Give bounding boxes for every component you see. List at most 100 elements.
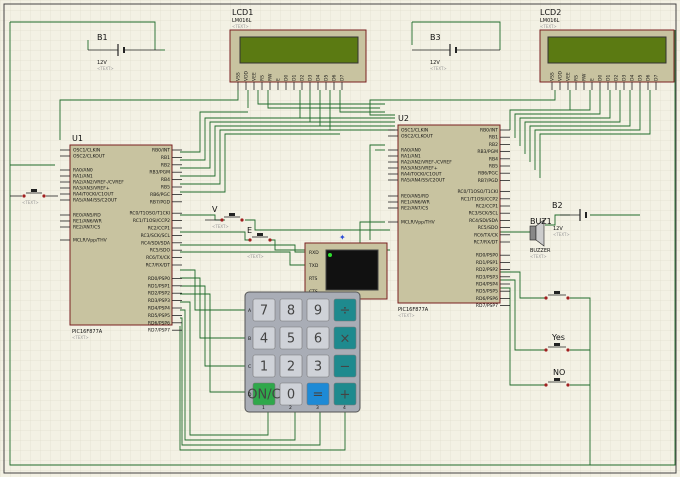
keypad-key[interactable]	[252, 382, 276, 406]
switch-u2-1[interactable]	[544, 291, 570, 300]
b2-text: <TEXT>	[553, 232, 570, 237]
keypad-key[interactable]	[279, 326, 303, 350]
lcd-pin-label: D0	[284, 75, 290, 81]
u2-pin-label: RD1/PSP1	[476, 260, 498, 266]
u1-pin-label: RC6/TX/CK	[146, 255, 171, 261]
lcd-pin-label: D4	[316, 75, 322, 81]
u1-label: U1	[72, 134, 83, 143]
battery-b1: B1 12V <TEXT>	[88, 33, 160, 71]
terminal-pin-label: RXD	[309, 250, 319, 256]
u1-pin-label: RD4/PSP4	[148, 306, 170, 312]
u1-pin-label: MCLR/Vpp/THV	[73, 238, 108, 244]
buzzer-text: <TEXT>	[530, 254, 547, 259]
microcontroller-u1[interactable]: U1 PIC16F877A <TEXT> OSC1/CLKINOSC2/CLKO…	[60, 134, 182, 340]
u2-pin-label: RD0/PSP0	[476, 253, 498, 259]
keypad-key[interactable]	[252, 326, 276, 350]
sheet-border	[3, 3, 677, 474]
lcd-pin-label: RS	[260, 75, 266, 81]
buzzer-buz1[interactable]: BUZ1 BUZZER <TEXT>	[529, 217, 552, 259]
keypad-key[interactable]	[279, 354, 303, 378]
keypad-key[interactable]	[252, 354, 276, 378]
u2-pin-label: RA5/AN4/SS/C2OUT	[401, 178, 445, 184]
keypad-key[interactable]	[306, 326, 330, 350]
u2-pin-label: RD5/PSP5	[476, 289, 498, 295]
u1-pin-label: RD5/PSP5	[148, 313, 170, 319]
switch-v-text: <TEXT>	[212, 224, 229, 229]
keypad-row-label: C	[248, 364, 251, 370]
keypad-row-label: D	[248, 392, 252, 398]
u1-pin-label: OSC1/CLKIN	[73, 148, 100, 154]
u2-pin-label: RB1	[489, 135, 498, 141]
u2-text: <TEXT>	[398, 313, 415, 318]
keypad-key[interactable]	[279, 298, 303, 322]
switch-v-label: V	[212, 205, 218, 214]
u2-pin-label: RC3/SCK/SCL	[469, 211, 499, 217]
u2-pin-label: RB3/PGM	[477, 149, 498, 155]
switch-reset-u1[interactable]: <TEXT>	[10, 189, 58, 205]
switch-e[interactable]: E <TEXT>	[247, 226, 272, 259]
u2-pin-label: RD2/PSP2	[476, 267, 498, 273]
u1-pin-label: RD7/PSP7	[148, 328, 170, 334]
lcd-pin-label: D1	[292, 75, 298, 81]
u1-pin-label: RD1/PSP1	[148, 283, 170, 289]
u1-left-pins: OSC1/CLKINOSC2/CLKOUTRA0/AN0RA1/AN1RA2/A…	[60, 148, 124, 244]
switch-no[interactable]: NO	[544, 368, 570, 387]
wires	[9, 21, 676, 466]
u2-pin-label: RE1/AN6/WR	[401, 200, 430, 206]
u1-pin-label: RD6/PSP6	[148, 320, 170, 326]
terminal-pin-label: RTS	[309, 276, 318, 282]
keypad-key-label: ON/C	[247, 388, 280, 403]
u1-pin-label: RE2/AN7/CS	[73, 225, 100, 231]
u2-pin-label: OSC1/CLKIN	[401, 128, 428, 134]
u1-pin-label: RA3/AN3/VREF+	[73, 186, 110, 192]
u1-pin-label: RB3/PGM	[149, 170, 170, 176]
keypad-key[interactable]	[252, 298, 276, 322]
u1-pin-label: RC2/CCP1	[148, 226, 170, 232]
u2-pin-label: RC0/T1OSO/T1CKI	[457, 189, 498, 195]
u2-right-pins: RB0/INTRB1RB2RB3/PGMRB4RB5RB6/PGCRB7/PGD…	[457, 128, 510, 309]
u1-pin-label: RC7/RX/DT	[146, 263, 171, 269]
switch-v[interactable]: V <TEXT>	[205, 205, 244, 229]
u1-pin-label: RC4/SDI/SDA	[141, 240, 171, 246]
terminal-marker-icon: ✦	[339, 233, 346, 242]
u2-pin-label: RA1/AN1	[401, 154, 421, 160]
u1-pin-label: RA4/T0CKI/C1OUT	[73, 192, 114, 198]
microcontroller-u2[interactable]: U2 PIC16F877A <TEXT> OSC1/CLKINOSC2/CLKO…	[388, 114, 510, 318]
switch-yes[interactable]: Yes	[544, 333, 570, 352]
keypad-key[interactable]	[333, 382, 357, 406]
lcd-pin-label: D5	[324, 75, 330, 81]
b1-label: B1	[97, 33, 108, 42]
keypad-key[interactable]	[279, 382, 303, 406]
switch-reset-text: <TEXT>	[22, 200, 39, 205]
lcd-pin-label: RS	[574, 75, 580, 81]
u1-pin-label: RC3/SCK/SCL	[141, 233, 171, 239]
keypad-key-label: 2	[287, 360, 295, 375]
u1-part: PIC16F877A	[72, 329, 103, 335]
lcd1-part: LM016L	[232, 18, 252, 24]
keypad-key[interactable]	[333, 354, 357, 378]
keypad-key-label: 5	[287, 332, 295, 347]
keypad-key-label: 3	[314, 360, 322, 375]
u2-pin-label: RC1/T1OSI/CCP2	[461, 196, 498, 202]
u2-part: PIC16F877A	[398, 307, 429, 313]
virtual-terminal[interactable]: ✦ RXDTXDRTSCTS	[304, 233, 388, 300]
u1-pin-label: RA2/AN2/VREF-/CVREF	[73, 180, 124, 186]
keypad-key[interactable]	[306, 298, 330, 322]
keypad-key[interactable]	[333, 326, 357, 350]
terminal-power-led	[328, 253, 332, 257]
keypad-key[interactable]	[306, 382, 330, 406]
keypad-key[interactable]	[333, 298, 357, 322]
b3-label: B3	[430, 33, 441, 42]
keypad-key-label: ÷	[340, 304, 351, 319]
keypad-key[interactable]	[306, 354, 330, 378]
b3-voltage: 12V	[430, 60, 440, 66]
u1-pin-label: RC0/T1OSO/T1CKI	[129, 211, 170, 217]
lcd-pin-label: D2	[614, 75, 620, 81]
